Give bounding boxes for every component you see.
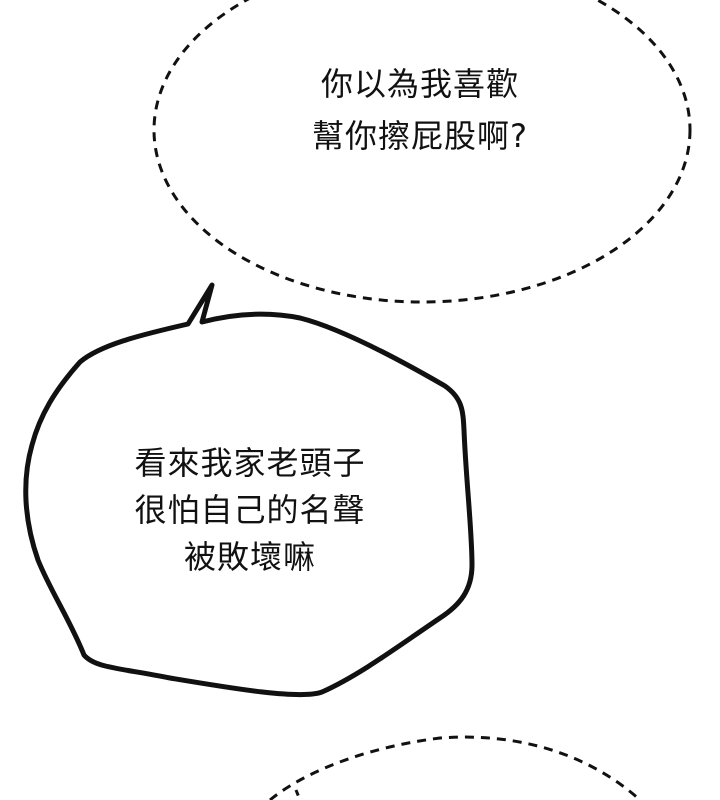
dialogue-line: 被敗壞嘛 (183, 538, 316, 576)
thought-bubble-bottom-outline (269, 735, 642, 800)
speech-bubble-outline (23, 282, 475, 698)
dialogue-line: 幫你擦屁股啊? (312, 117, 528, 155)
thought-bubble-text: 你以為我喜歡 幫你擦屁股啊? (270, 58, 570, 162)
dialogue-line: 你以為我喜歡 (320, 65, 519, 103)
thought-bubble-bottom-inner-stroke (294, 789, 302, 800)
dialogue-line: 很怕自己的名聲 (134, 491, 366, 529)
dialogue-line: 看來我家老頭子 (134, 444, 366, 482)
thought-bubble-top-outline (152, 0, 692, 304)
speech-bubble-text: 看來我家老頭子 很怕自己的名聲 被敗壞嘛 (95, 440, 405, 581)
